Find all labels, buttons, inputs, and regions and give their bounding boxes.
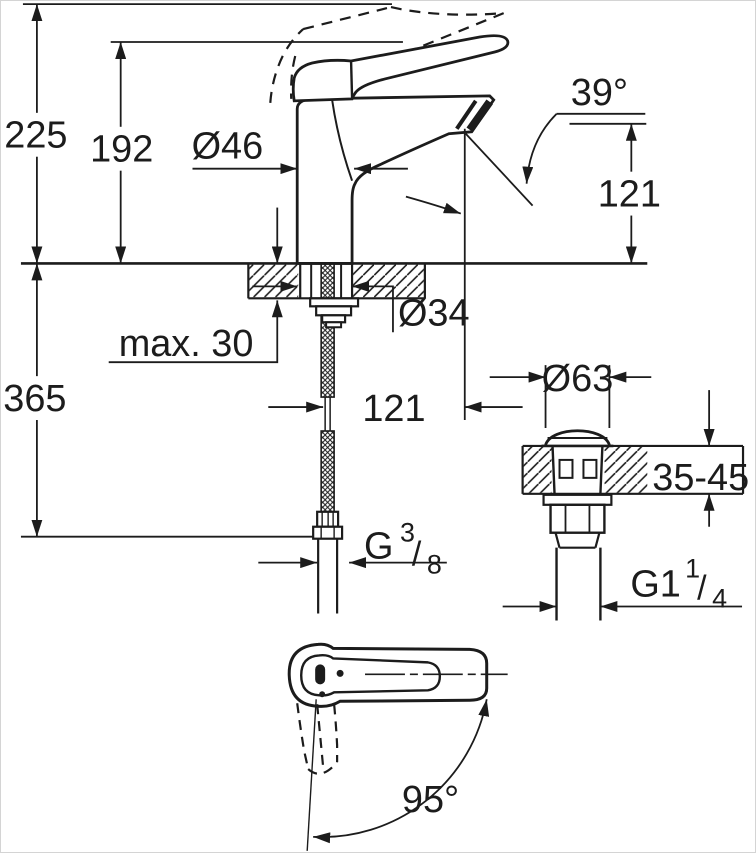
waste-thread-slash: / xyxy=(697,570,707,608)
waste-thread-denominator: 4 xyxy=(712,584,727,614)
lever-handle-raised xyxy=(269,6,505,103)
supply-thread-slash: / xyxy=(412,536,422,574)
dim-label-supply-thread: G 3 / 8 xyxy=(364,518,442,580)
dim-label-stream-angle: 39° xyxy=(571,72,628,114)
dimension-lines-waste xyxy=(489,365,743,613)
handle-rotated-dashed xyxy=(296,703,339,775)
handle-cartridge-slot xyxy=(315,664,326,685)
handle-top-view: 95° xyxy=(287,642,508,851)
dim-label-swivel-angle: 95° xyxy=(402,779,459,821)
supply-hose xyxy=(309,262,360,614)
stream-angle xyxy=(405,112,646,421)
dim-label-max-counter: max. 30 xyxy=(119,323,254,365)
faucet-side-view xyxy=(20,6,648,614)
dim-label-overall-height: 225 xyxy=(4,115,67,157)
dim-label-spout-top-height: 192 xyxy=(90,129,153,171)
swivel-arc xyxy=(313,699,490,844)
dim-label-waste-flange: Ø63 xyxy=(542,358,614,400)
waste-thread-prefix: G1 xyxy=(630,564,681,606)
dim-label-body-diameter: Ø46 xyxy=(192,126,264,168)
dimension-lines-main xyxy=(20,3,647,569)
label-backings xyxy=(4,112,660,421)
waste-tailpipe xyxy=(555,547,602,621)
waste-thread-numerator: 1 xyxy=(685,554,700,584)
supply-thread-prefix: G xyxy=(364,526,393,568)
dim-label-counter-thickness: 35-45 xyxy=(652,457,749,499)
dim-label-spout-reach: 121 xyxy=(362,388,425,430)
dim-label-waste-thread: G1 1 / 4 xyxy=(630,554,727,614)
dim-label-hose-length: 365 xyxy=(3,378,66,420)
supply-thread-denominator: 8 xyxy=(427,550,442,580)
waste-valve-section: Ø63 35-45 G1 1 / 4 xyxy=(489,358,749,621)
aerator xyxy=(466,99,493,133)
handle-rotated-centerline xyxy=(306,699,317,851)
lever-handle xyxy=(291,34,510,103)
supply-thread-numerator: 3 xyxy=(400,518,415,548)
dim-label-outlet-height: 121 xyxy=(598,174,661,216)
dim-label-hole-diameter: Ø34 xyxy=(398,292,470,334)
